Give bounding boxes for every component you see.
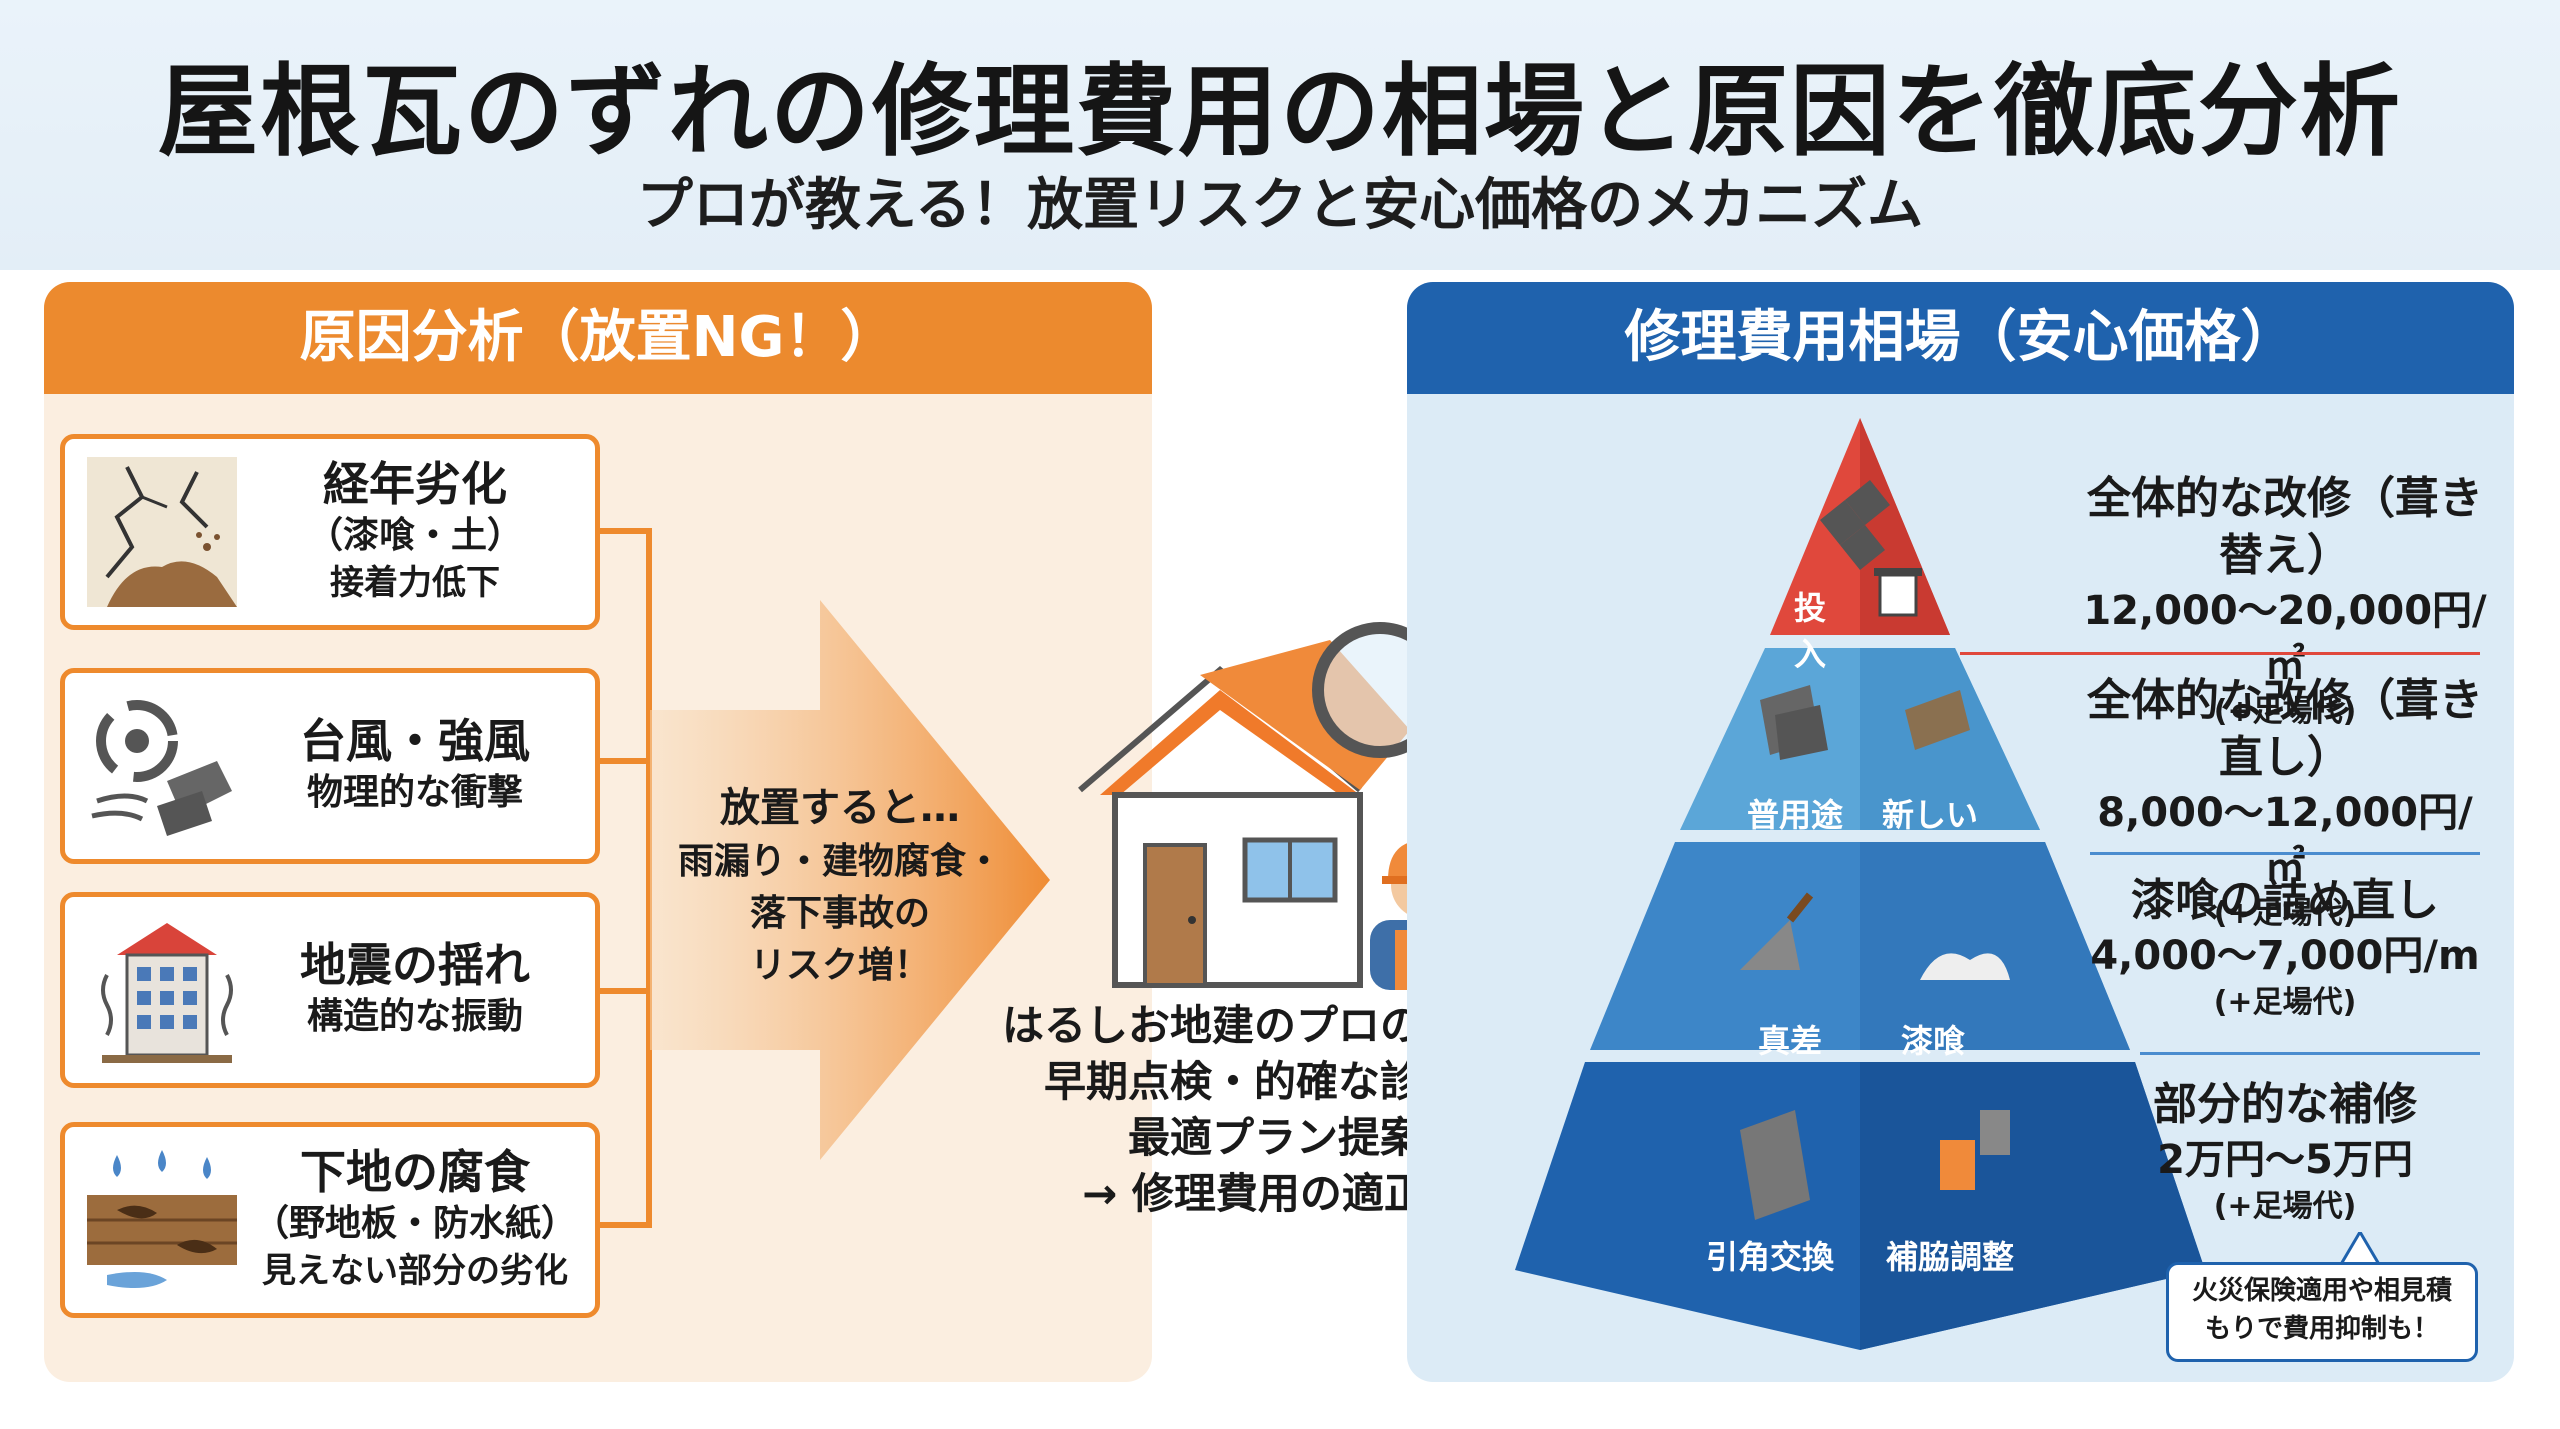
new-tiles-icon (1905, 690, 1970, 750)
cause-title: 地震の揺れ (300, 938, 530, 993)
cause-connector (600, 758, 652, 764)
tier-price: 2万円〜5万円 (2157, 1137, 2413, 1184)
price-tier-relay: 全体的な改修（葺き直し） 8,000〜12,000円/㎡ (+足場代) (2080, 672, 2490, 935)
cause-detail: （野地板・防水紙） (252, 1203, 577, 1245)
cause-connector (600, 988, 652, 994)
cracked-wall-icon (87, 457, 237, 607)
cause-detail: 構造的な振動 (306, 996, 523, 1038)
roof-tiles-icon (1820, 480, 1890, 570)
tier-note: (+足場代) (2213, 985, 2357, 1021)
trash-icon (1874, 568, 1922, 617)
repair-adjust-icon (1940, 1110, 2010, 1190)
pyramid-label: 投入 (1793, 589, 1826, 673)
pyramid-label: 漆喰 (1900, 1022, 1965, 1060)
tier-name: 部分的な補修 (2153, 1079, 2417, 1130)
tier-name: 全体的な改修（葺き替え） (2087, 473, 2483, 582)
pro-line: → 修理費用の適正化 (1082, 1168, 1468, 1218)
cause-card-aging: 経年劣化 （漆喰・土） 接着力低下 (60, 434, 600, 630)
cause-title: 経年劣化 (323, 457, 507, 512)
cause-title: 下地の腐食 (300, 1145, 530, 1200)
trowel-icon (1740, 892, 1814, 970)
page-subtitle: プロが教える！放置リスクと安心価格のメカニズム (636, 173, 1924, 238)
price-tier-reroof: 全体的な改修（葺き替え） 12,000〜20,000円/㎡ (+足場代) (2080, 470, 2490, 733)
header-banner (0, 0, 2560, 270)
cause-bracket (600, 528, 652, 1228)
pyramid-label: 補脇調整 (1885, 1238, 2014, 1276)
insurance-note: 火災保険適用や相見積 もりで費用抑制も！ (2166, 1262, 2478, 1362)
note-line: 火災保険適用や相見積 (2191, 1276, 2452, 1306)
risk-line: リスク増！ (749, 945, 930, 987)
shaking-building-icon (101, 923, 233, 1063)
risk-line: 落下事故の (749, 893, 930, 935)
tier-divider (1960, 652, 2480, 655)
cost-panel-heading: 修理費用相場（安心価格） (1407, 282, 2514, 394)
pyramid-label: 新しい (1881, 796, 1978, 834)
tier-price: 12,000〜20,000円/㎡ (2083, 588, 2487, 689)
tier-note: (+足場代) (2213, 694, 2357, 730)
tier-divider (2090, 852, 2480, 855)
pyramid-label: 引角交換 (1705, 1238, 1834, 1276)
tier-name: 全体的な改修（葺き直し） (2087, 675, 2483, 784)
rotting-wood-icon (87, 1150, 237, 1289)
tier-divider (2140, 1052, 2480, 1055)
cause-card-rot: 下地の腐食 （野地板・防水紙） 見えない部分の劣化 (60, 1122, 600, 1318)
pro-line: 最適プラン提案 (1127, 1112, 1422, 1162)
cause-detail: 物理的な衝撃 (306, 772, 523, 814)
cause-card-typhoon: 台風・強風 物理的な衝撃 (60, 668, 600, 864)
tier-note: (+足場代) (2213, 1189, 2357, 1225)
price-tier-plaster: 漆喰の詰め直し 4,000〜7,000円/m (+足場代) (2080, 872, 2490, 1024)
cause-title: 台風・強風 (300, 714, 530, 769)
cause-detail: 見えない部分の劣化 (262, 1250, 568, 1291)
pyramid-label: 普用途 (1746, 796, 1843, 834)
tier-price: 8,000〜12,000円/㎡ (2097, 790, 2473, 891)
tier-name: 漆喰の詰め直し (2131, 875, 2439, 926)
typhoon-icon (91, 700, 232, 836)
note-line: もりで費用抑制も！ (2204, 1313, 2439, 1344)
cause-panel-heading: 原因分析（放置NG！） (44, 282, 1152, 394)
old-tiles-icon (1760, 685, 1828, 760)
price-tier-partial: 部分的な補修 2万円〜5万円 (+足場代) (2080, 1076, 2490, 1228)
page-title: 屋根瓦のずれの修理費用の相場と原因を徹底分析 (158, 53, 2402, 170)
risk-arrow (650, 600, 1050, 1160)
cause-detail: 接着力低下 (330, 562, 500, 603)
risk-title: 放置すると… (720, 785, 960, 831)
note-pointer (2340, 1232, 2380, 1266)
risk-line: 雨漏り・建物腐食・ (677, 841, 1002, 882)
tier-note: (+足場代) (2213, 896, 2357, 932)
risk-text: 放置すると… 雨漏り・建物腐食・ 落下事故の リスク増！ (660, 780, 1020, 993)
cause-detail: （漆喰・土） (306, 515, 523, 557)
cause-card-earthquake: 地震の揺れ 構造的な振動 (60, 892, 600, 1088)
cost-pyramid (1515, 418, 2205, 1350)
tile-replace-icon (1740, 1110, 1810, 1220)
tier-price: 4,000〜7,000円/m (2090, 933, 2480, 980)
plaster-icon (1920, 953, 2010, 980)
pyramid-label: 真差 (1757, 1022, 1822, 1060)
